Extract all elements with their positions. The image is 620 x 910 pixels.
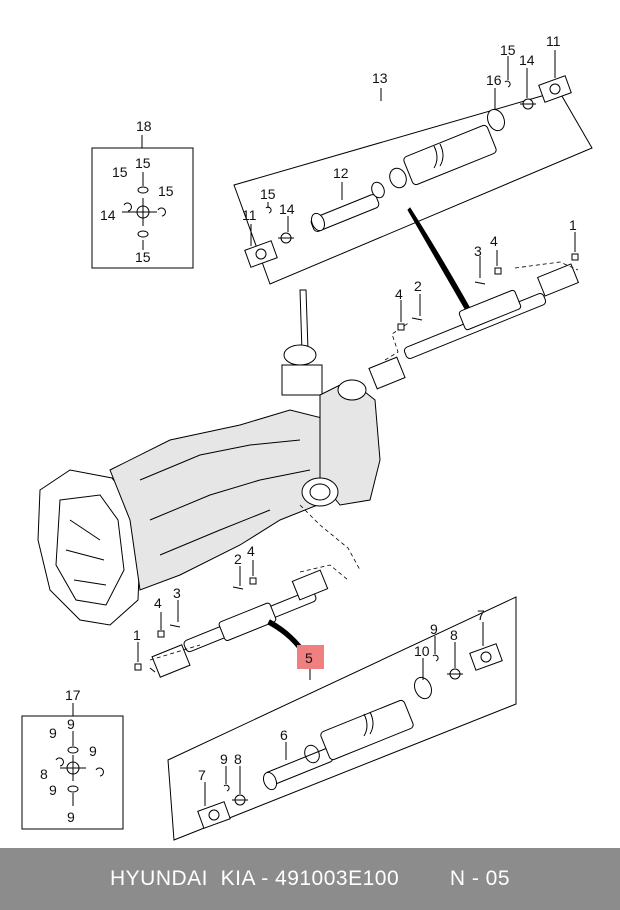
label-3a: 3 [474,243,482,259]
sleeve-yoke-16 [487,108,505,132]
label-8b: 8 [234,751,242,767]
bolt-1-low [134,663,142,671]
bolt-1-top [571,253,579,261]
bolt-2-mid [411,317,423,321]
rear-flange-assembled [151,644,191,678]
label-1b: 1 [133,627,141,643]
label-7b: 7 [198,767,206,783]
part-labels: 18 15 15 15 14 15 13 11 15 16 14 12 15 1… [40,33,577,825]
brand-part-number: HYUNDAI KIA - 491003E100 [109,867,400,890]
label-4c: 4 [247,543,255,559]
bolt-3-top [474,281,486,285]
label-8a: 8 [450,627,458,643]
box-13-front-shaft-exploded [233,50,593,285]
label-11b: 11 [242,207,257,223]
transfer-output-flange [301,477,339,507]
label-14b: 14 [519,52,535,68]
rear-shaft-assembly [134,560,349,678]
sleeve-yoke-10 [414,676,432,700]
flange-yoke-11-upper [538,75,572,103]
label-12: 12 [333,165,349,181]
rear-flange-top [536,263,580,297]
tube-13 [403,124,497,186]
label-15b: 15 [112,164,128,180]
flange-yoke-7-lower [197,801,231,829]
highlight-part-5 [297,645,324,669]
label-14a: 14 [100,207,116,223]
label-6: 6 [280,727,288,743]
rear-flange-right [291,569,329,601]
front-flange [368,356,406,390]
bell-housing [37,469,141,626]
label-9c: 9 [67,716,75,732]
label-1a: 1 [569,217,577,233]
label-9d: 9 [49,725,57,741]
label-17: 17 [65,687,81,703]
box-17-universal-joint-kit [21,703,124,830]
label-15e: 15 [500,42,516,58]
label-11a: 11 [546,33,561,49]
bolt-2-low [232,586,244,590]
shaft-12 [310,194,380,232]
label-9a: 9 [430,621,438,637]
label-15c: 15 [158,183,174,199]
label-9e: 9 [89,743,97,759]
diagram-code: N - 05 [449,867,511,890]
bolt-3-low [169,624,181,628]
label-14c: 14 [279,201,295,217]
nut-4-low [157,630,165,638]
snap-ring-9-lower [223,784,230,792]
part-number-footer: HYUNDAI KIA - 491003E100 N - 05 [0,848,620,910]
flange-yoke-7-upper [469,643,503,671]
label-18: 18 [136,118,152,134]
label-9b: 9 [220,751,228,767]
footer-spacer [399,867,450,891]
label-4a: 4 [490,233,498,249]
nut-4-top [494,267,502,275]
box-18-universal-joint-kit [91,135,194,269]
exploded-view-diagram: 18 15 15 15 14 15 13 11 15 16 14 12 15 1… [21,33,593,841]
label-16: 16 [486,72,502,88]
label-5: 5 [305,650,313,666]
label-2: 2 [414,278,422,294]
label-4d: 4 [154,595,162,611]
label-7a: 7 [477,607,485,623]
nut-4-low2 [249,577,257,585]
pointer-arrow-top [407,207,473,315]
label-15d: 15 [135,249,151,265]
label-13: 13 [372,70,388,86]
shift-lever [299,289,309,353]
front-shaft-assembly [368,232,580,390]
nut-4-mid [397,323,405,331]
label-2b: 2 [234,551,242,567]
label-8c: 8 [40,766,48,782]
tube-5 [320,699,414,761]
snap-ring-9-upper [432,654,439,662]
label-15f: 15 [260,186,276,202]
label-15a: 15 [135,155,151,171]
label-3b: 3 [173,585,181,601]
box-5-rear-shaft-exploded [167,596,517,841]
flange-yoke-11 [244,240,278,268]
label-9g: 9 [67,809,75,825]
transmission-assembly [37,289,381,626]
label-9f: 9 [49,782,57,798]
label-10: 10 [414,643,430,659]
label-4b: 4 [395,286,403,302]
